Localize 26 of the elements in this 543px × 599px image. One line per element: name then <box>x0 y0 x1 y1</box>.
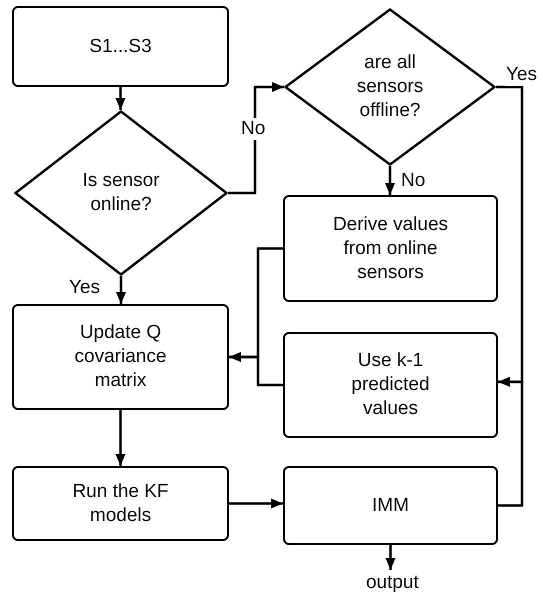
process-box <box>283 195 498 302</box>
arrow <box>385 166 395 195</box>
step-text: S1...S3 <box>89 34 152 58</box>
decision-text: Is sensor online? <box>81 169 161 217</box>
step-text: Derive values from online sensors <box>332 212 450 284</box>
step-text: IMM <box>372 494 409 518</box>
decision-text: are all sensors offline? <box>356 51 424 123</box>
process-box <box>12 6 229 87</box>
arrow <box>498 376 524 507</box>
arrow <box>228 82 284 194</box>
process-box <box>12 466 229 541</box>
output-label: output <box>366 571 418 595</box>
edge-label: Yes <box>505 64 538 86</box>
arrow <box>229 352 283 386</box>
arrow <box>229 498 283 508</box>
process-box <box>283 466 498 545</box>
step-text: Use k-1 predicted values <box>350 349 431 421</box>
process-box <box>283 332 498 438</box>
edge-label: No <box>240 118 266 140</box>
arrow <box>116 87 126 110</box>
arrow <box>116 276 126 304</box>
step-text: Update Q covariance matrix <box>74 321 168 393</box>
arrow <box>386 545 396 570</box>
step-text: Run the KF models <box>71 480 170 528</box>
process-box <box>12 304 229 410</box>
arrow <box>116 410 126 466</box>
